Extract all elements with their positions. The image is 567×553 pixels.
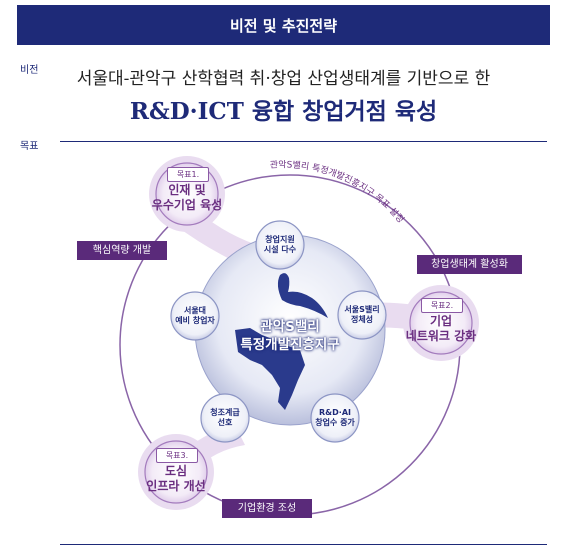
center-title-line2: 특정개발진흥지구 xyxy=(240,337,340,353)
node-label-line1: 서울S밸리 xyxy=(344,305,380,314)
goal3-text: 도심 인프라 개선 xyxy=(121,464,231,494)
node-label-line2: 시설 다수 xyxy=(263,245,297,254)
goal1-tag: 목표1. xyxy=(167,167,209,182)
center-title: 관악S밸리 특정개발진흥지구 xyxy=(205,318,375,354)
goal3-tag: 목표3. xyxy=(156,448,198,463)
node-circles xyxy=(170,220,387,443)
goal1-line2: 우수기업 육성 xyxy=(151,198,223,212)
vision-label: 비전 xyxy=(20,65,39,76)
node-label-line2: 선호 xyxy=(217,418,233,427)
vision-statement-line1: 서울대-관악구 산학협력 취·창업 산업생태계를 기반으로 한 xyxy=(76,69,491,89)
center-title-line1: 관악S밸리 xyxy=(260,319,320,335)
node-label-line2: 예비 창업자 xyxy=(175,316,215,325)
node-svalley-identity: 서울S밸리 정체성 xyxy=(332,305,392,325)
goal2-line1: 기업 xyxy=(429,314,453,328)
node-label-line1: R&D·AI xyxy=(319,408,351,417)
node-startup-facilities: 창업지원 시설 다수 xyxy=(250,235,310,255)
vision-statement-line2: R&D·ICT 융합 창업거점 육성 xyxy=(129,98,438,125)
goal1-text: 인재 및 우수기업 육성 xyxy=(132,183,242,213)
node-label-line2: 정체성 xyxy=(350,315,374,324)
goal-divider xyxy=(60,141,547,142)
goal3-line2: 인프라 개선 xyxy=(146,479,206,493)
strategy-core-competency: 핵심역량 개발 xyxy=(77,241,167,260)
goal-label: 목표 xyxy=(20,141,39,152)
header-bar: 비전 및 추진전략 xyxy=(17,5,550,45)
node-label-line1: 청조계급 xyxy=(210,408,240,417)
district-map-icon xyxy=(235,328,305,410)
node-label-line2: 창업수 증가 xyxy=(315,418,355,427)
node-rnd-ai: R&D·AI 창업수 증가 xyxy=(305,408,365,428)
node-snu-founders: 서울대 예비 창업자 xyxy=(165,306,225,326)
peacock-icon xyxy=(277,273,328,318)
node-creative-class: 청조계급 선호 xyxy=(195,408,255,428)
strategy-business-environment: 기업환경 조성 xyxy=(222,499,312,518)
goal2-tag: 목표2. xyxy=(421,298,463,313)
bottom-divider xyxy=(60,544,547,545)
node-label-line1: 창업지원 xyxy=(265,235,295,244)
goal2-text: 기업 네트워크 강화 xyxy=(386,314,496,344)
strategy-ecosystem: 창업생태계 활성화 xyxy=(417,255,522,274)
goal3-line1: 도심 xyxy=(164,464,188,478)
goal2-line2: 네트워크 강화 xyxy=(405,329,477,343)
goal1-line1: 인재 및 xyxy=(168,183,206,197)
arc-caption: 관악S밸리 특정개발진흥지구 목표 설정 xyxy=(269,158,406,225)
node-label-line1: 서울대 xyxy=(183,306,207,315)
header-title: 비전 및 추진전략 xyxy=(229,16,338,35)
